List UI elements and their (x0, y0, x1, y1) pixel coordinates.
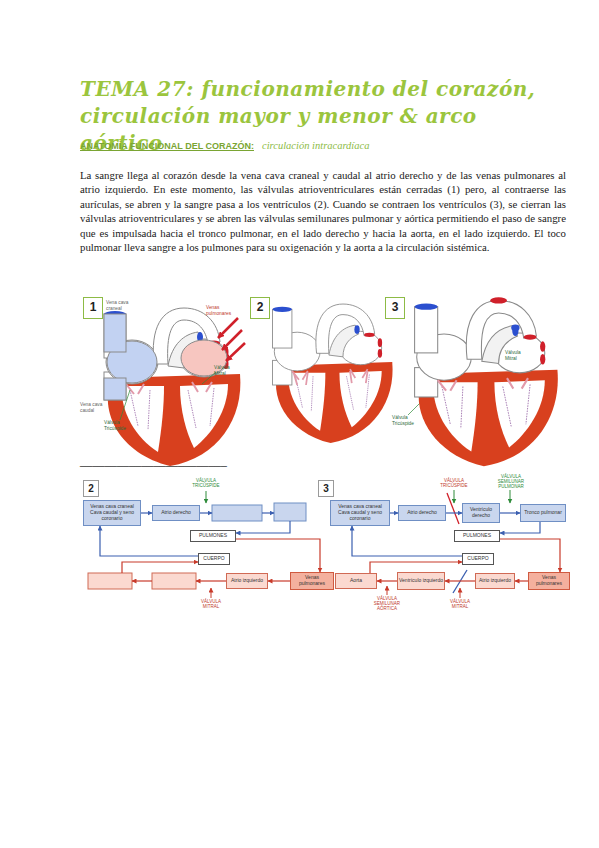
flow-box: Venas cava craneal Cava caudal y seno co… (83, 500, 141, 526)
flow-box: Atrio izquierdo (475, 573, 515, 589)
valve-label: VÁLVULA SEMILUNAR PULMONAR (492, 474, 530, 490)
flow-arrow (377, 580, 397, 581)
divider-line: ________________________ (80, 455, 380, 468)
aortic-outflow (490, 297, 507, 303)
flow-arrow (141, 512, 152, 513)
box-text: CUERPO (466, 556, 489, 562)
flow-box: Tronco pulmonar (520, 504, 566, 522)
flow-box: Aorta (335, 573, 377, 589)
box-text: Atrio derecho (406, 510, 438, 516)
body-paragraph: La sangre llega al corazón desde la vena… (80, 168, 566, 254)
box-text: Atrio izquierdo (230, 578, 264, 584)
box-text: Venas pulmonares (291, 575, 333, 587)
caudal-vena-cava-fill (104, 378, 126, 400)
box-text: Venas pulmonares (529, 575, 569, 587)
box-text: Tronco pulmonar (523, 510, 563, 516)
valve-label: VÁLVULA MITRAL (197, 599, 225, 609)
heart-3 (415, 297, 558, 466)
empty-box (152, 573, 196, 589)
part-label: Venas pulmonares (206, 305, 238, 316)
part-label: Válvula Mitral (505, 350, 533, 361)
valve-label: VÁLVULA TRICÚSPIDE (437, 478, 471, 488)
valve-pointer (460, 588, 461, 598)
valve-label: VÁLVULA TRICÚSPIDE (189, 478, 223, 488)
callout-number: 3 (318, 480, 334, 497)
heart-drawing (273, 304, 393, 443)
part-label: Válvula Mitral (214, 365, 242, 376)
box-text: Ventrículo izquierdo (398, 578, 444, 584)
flow-box: Venas cava craneal Cava caudal y seno co… (330, 500, 390, 526)
box-text: Venas cava craneal Cava caudal y seno co… (331, 504, 389, 521)
flow-arrow (236, 539, 320, 572)
flow-box: Venas pulmonares (290, 572, 334, 590)
box-text: 2 (256, 301, 265, 315)
empty-box (274, 503, 306, 521)
flow-box: Atrio derecho (152, 505, 200, 521)
flow-box: Ventrículo derecho (462, 503, 500, 523)
flow-arrows (122, 513, 290, 581)
flow-box: Venas pulmonares (528, 572, 570, 590)
flow-arrow (268, 580, 290, 581)
valve-pointer (211, 588, 212, 598)
heart-drawing (104, 308, 240, 466)
box-text: 1 (89, 301, 98, 315)
flow-arrow (100, 526, 198, 556)
flow-box: PULMONES (190, 530, 236, 542)
flow-arrow (352, 526, 462, 556)
box-text: 2 (87, 483, 95, 495)
closed-valve-slash (453, 570, 467, 593)
flow-box: CUERPO (462, 553, 494, 565)
flow-box: Atrio derecho (398, 505, 446, 521)
closed-valve-slash (447, 493, 459, 524)
flow-arrow (500, 539, 560, 572)
callout-number: 1 (83, 297, 103, 319)
box-text: PULMONES (462, 533, 492, 539)
section-heading: ANATOMÍA FUNCIONAL DEL CORAZÓN: (80, 141, 270, 151)
flow-arrow (515, 580, 528, 581)
valve-label: VÁLVULA MITRAL (446, 599, 474, 609)
flow-box: Atrio izquierdo (226, 573, 268, 589)
heart-2 (273, 304, 393, 443)
box-text: CUERPO (202, 556, 225, 562)
flow-box: Ventrículo izquierdo (397, 572, 445, 590)
part-label: Vena cava craneal (106, 300, 138, 311)
flow-arrow (390, 512, 398, 513)
blood-arrows (218, 318, 245, 361)
part-label: Vena cava caudal (80, 402, 106, 413)
valve-label: VÁLVULA SEMILUNAR AÓRTICA (371, 596, 403, 612)
box-text: Atrio izquierdo (478, 578, 512, 584)
part-label: Válvula Tricúspide (392, 415, 422, 426)
valve-pointer (454, 490, 455, 503)
box-text: Venas cava craneal Cava caudal y seno co… (84, 504, 140, 521)
flow-arrow (445, 580, 475, 581)
box-text: Aorta (349, 578, 363, 584)
heart-drawing (415, 300, 558, 466)
flow-arrow (500, 512, 520, 513)
valve-pointer (206, 491, 207, 503)
box-text: 3 (391, 301, 400, 315)
callout-number: 2 (83, 480, 99, 497)
flow-arrow (446, 512, 462, 513)
box-text: PULMONES (198, 533, 228, 539)
valve-pointer (387, 586, 388, 595)
part-label: Válvula Tricúspide (104, 420, 134, 431)
callout-number: 3 (385, 297, 405, 319)
box-text: Ventrículo derecho (463, 507, 499, 519)
flow-arrow (500, 522, 540, 533)
pulmonary-outflow (511, 325, 519, 331)
empty-box (88, 573, 132, 589)
box-text: 3 (322, 483, 330, 495)
cranial-vena-cava-fill (104, 314, 126, 352)
open-valves (294, 371, 368, 385)
empty-box (212, 505, 262, 521)
callout-number: 2 (250, 297, 270, 319)
valve-pointer (510, 490, 511, 503)
flow-box: CUERPO (198, 553, 230, 565)
section-subheading: circulación intracardíaca (262, 140, 422, 152)
flow-box: PULMONES (454, 530, 500, 542)
heart-1 (104, 308, 240, 466)
box-text: Atrio derecho (160, 510, 192, 516)
